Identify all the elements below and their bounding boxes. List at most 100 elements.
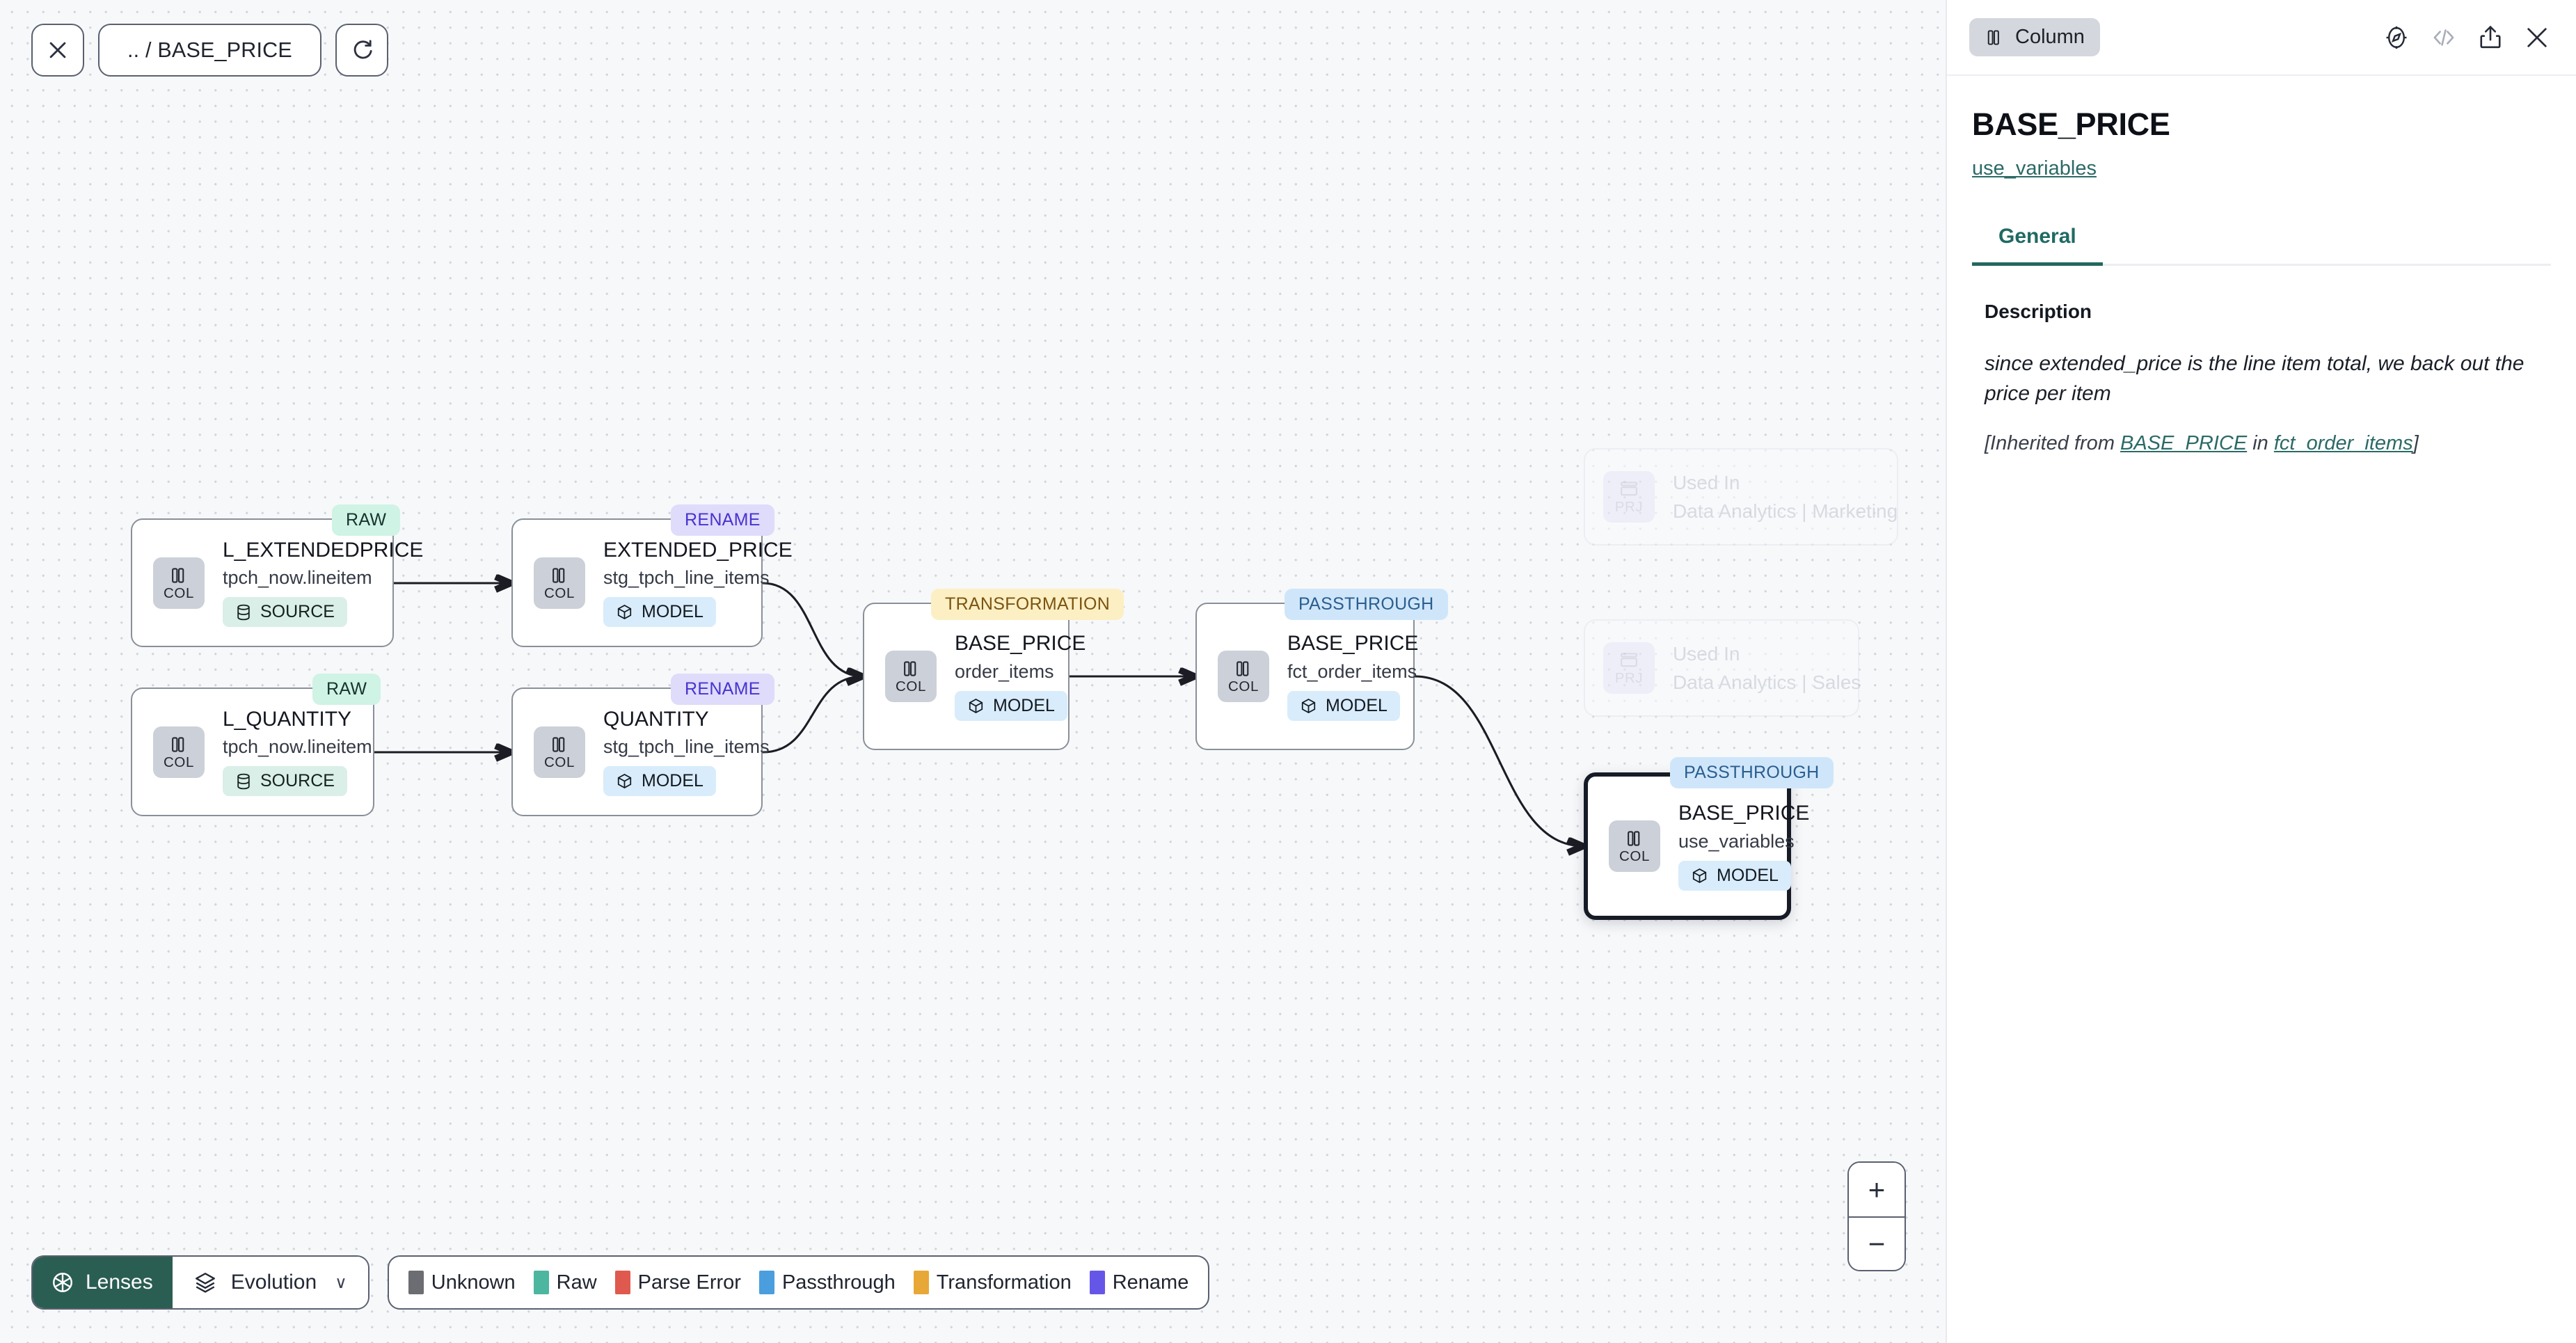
node-body: QUANTITY stg_tpch_line_items MODEL xyxy=(585,708,770,797)
column-icon: COL xyxy=(1609,820,1660,872)
zoom-out-button[interactable]: − xyxy=(1849,1216,1905,1270)
details-panel: Column xyxy=(1946,0,2576,1343)
zoom-controls: + − xyxy=(1847,1161,1906,1271)
refresh-button[interactable] xyxy=(335,24,388,77)
node-tag-label: MODEL xyxy=(1717,865,1779,885)
node-badge-raw: RAW xyxy=(312,674,381,705)
node-body: BASE_PRICE use_variables MODEL xyxy=(1660,802,1809,891)
node-tag-model: MODEL xyxy=(603,597,716,628)
column-icon: COL xyxy=(534,557,585,609)
details-panel-body: BASE_PRICE use_variables General xyxy=(1947,76,2576,266)
used-in-node-marketing[interactable]: PRJ Used In Data Analytics | Marketing xyxy=(1584,448,1898,546)
description-label: Description xyxy=(1985,301,2092,322)
node-tag-model: MODEL xyxy=(603,766,716,797)
inherited-column-link[interactable]: BASE_PRICE xyxy=(2120,432,2248,455)
layers-icon xyxy=(195,1273,215,1293)
canvas-top-controls: .. / BASE_PRICE xyxy=(31,24,388,77)
cube-icon xyxy=(617,605,632,620)
database-icon xyxy=(237,773,250,790)
tab-general[interactable]: General xyxy=(1972,225,2103,266)
lineage-node-l-extendedprice[interactable]: COL L_EXTENDEDPRICE tpch_now.lineitem SO… xyxy=(131,518,423,647)
node-badge-passthrough: PASSTHROUGH xyxy=(1670,757,1834,788)
column-icon-label: COL xyxy=(544,585,575,601)
node-tag-source: SOURCE xyxy=(223,766,347,797)
lineage-node-quantity[interactable]: COL QUANTITY stg_tpch_line_items MODEL xyxy=(511,688,770,816)
node-tag-model: MODEL xyxy=(955,690,1067,721)
inherited-prefix: [Inherited from xyxy=(1985,432,2121,455)
legend-item: Passthrough xyxy=(758,1271,896,1294)
used-in-node-sales[interactable]: PRJ Used In Data Analytics | Sales xyxy=(1584,619,1861,717)
node-tag-source: SOURCE xyxy=(223,597,347,628)
inherited-model-link[interactable]: fct_order_items xyxy=(2273,432,2413,455)
close-panel-icon[interactable] xyxy=(2523,24,2551,51)
aperture-icon xyxy=(53,1273,72,1292)
legend-label: Raw xyxy=(556,1271,597,1294)
node-body: L_QUANTITY tpch_now.lineitem SOURCE xyxy=(205,708,372,797)
cube-icon xyxy=(617,774,632,789)
legend-swatch-raw xyxy=(533,1271,549,1294)
node-tag-model: MODEL xyxy=(1678,860,1791,891)
project-icon: PRJ xyxy=(1603,471,1655,523)
evolution-dropdown[interactable]: Evolution ∨ xyxy=(172,1257,368,1308)
zoom-in-button[interactable]: + xyxy=(1849,1163,1905,1216)
legend-label: Parse Error xyxy=(637,1271,741,1294)
lenses-button[interactable]: Lenses xyxy=(33,1257,173,1308)
description-section: Description since extended_price is the … xyxy=(1947,266,2576,455)
column-icon: COL xyxy=(1218,651,1269,702)
parent-model-link[interactable]: use_variables xyxy=(1972,157,2097,180)
column-icon: COL xyxy=(153,726,205,778)
node-title: L_QUANTITY xyxy=(223,707,352,731)
node-tag-label: MODEL xyxy=(1326,695,1388,715)
node-body: EXTENDED_PRICE stg_tpch_line_items MODEL xyxy=(585,539,793,628)
lineage-canvas[interactable]: PRJ Used In Data Analytics | Marketing P… xyxy=(0,0,1946,1343)
node-subtitle: use_variables xyxy=(1678,830,1795,852)
cube-icon xyxy=(969,698,983,713)
node-title: BASE_PRICE xyxy=(955,632,1086,655)
column-icon: COL xyxy=(885,651,937,702)
column-icon-label: COL xyxy=(896,678,926,695)
cube-icon xyxy=(1692,868,1707,883)
used-in-body: Used In Data Analytics | Sales xyxy=(1655,642,1861,694)
lineage-legend: Unknown Raw Parse Error Passthrough Tran… xyxy=(387,1255,1210,1310)
lineage-node-base-price-order-items[interactable]: COL BASE_PRICE order_items MODEL xyxy=(863,603,1086,750)
close-graph-button[interactable] xyxy=(31,24,84,77)
used-in-project: Data Analytics | Marketing xyxy=(1673,500,1898,522)
legend-swatch-transformation xyxy=(913,1271,929,1294)
compass-icon[interactable] xyxy=(2383,24,2410,51)
lineage-node-base-price-use-variables[interactable]: COL BASE_PRICE use_variables MODEL xyxy=(1584,772,1809,920)
column-icon: COL xyxy=(153,557,205,609)
database-icon xyxy=(237,604,250,621)
column-icon-label: COL xyxy=(164,585,194,601)
lineage-node-base-price-fct-order-items[interactable]: COL BASE_PRICE fct_order_items MODEL xyxy=(1195,603,1418,750)
node-subtitle: fct_order_items xyxy=(1287,660,1417,682)
node-body: L_EXTENDEDPRICE tpch_now.lineitem SOURCE xyxy=(205,539,423,628)
used-in-label: Used In xyxy=(1673,642,1740,665)
lineage-node-extended-price[interactable]: COL EXTENDED_PRICE stg_tpch_line_items M… xyxy=(511,518,793,647)
node-tag-label: SOURCE xyxy=(260,602,335,622)
legend-item: Raw xyxy=(533,1271,597,1294)
entity-kind-chip[interactable]: Column xyxy=(1969,18,2100,56)
column-icon: COL xyxy=(534,726,585,778)
breadcrumb[interactable]: .. / BASE_PRICE xyxy=(98,24,321,77)
lineage-node-l-quantity[interactable]: COL L_QUANTITY tpch_now.lineitem SOURCE xyxy=(131,688,374,816)
node-tag-label: MODEL xyxy=(993,695,1055,715)
node-subtitle: stg_tpch_line_items xyxy=(603,567,770,589)
lens-group: Lenses Evolution ∨ xyxy=(31,1255,369,1310)
description-inherited: [Inherited from BASE_PRICE in fct_order_… xyxy=(1985,432,2551,455)
node-badge-passthrough: PASSTHROUGH xyxy=(1285,589,1448,620)
details-panel-actions xyxy=(2383,24,2551,51)
refresh-icon xyxy=(353,40,372,59)
node-badge-transformation: TRANSFORMATION xyxy=(931,589,1124,620)
column-icon xyxy=(1987,30,1999,45)
node-body: BASE_PRICE fct_order_items MODEL xyxy=(1269,632,1418,721)
node-subtitle: tpch_now.lineitem xyxy=(223,567,372,589)
project-icon-label: PRJ xyxy=(1614,670,1644,687)
project-icon: PRJ xyxy=(1603,642,1655,694)
inherited-suffix: ] xyxy=(2412,432,2419,455)
share-icon[interactable] xyxy=(2477,24,2504,51)
inherited-mid: in xyxy=(2247,432,2274,455)
code-icon[interactable] xyxy=(2430,24,2458,51)
node-body: BASE_PRICE order_items MODEL xyxy=(937,632,1086,721)
node-badge-rename: RENAME xyxy=(671,674,774,705)
